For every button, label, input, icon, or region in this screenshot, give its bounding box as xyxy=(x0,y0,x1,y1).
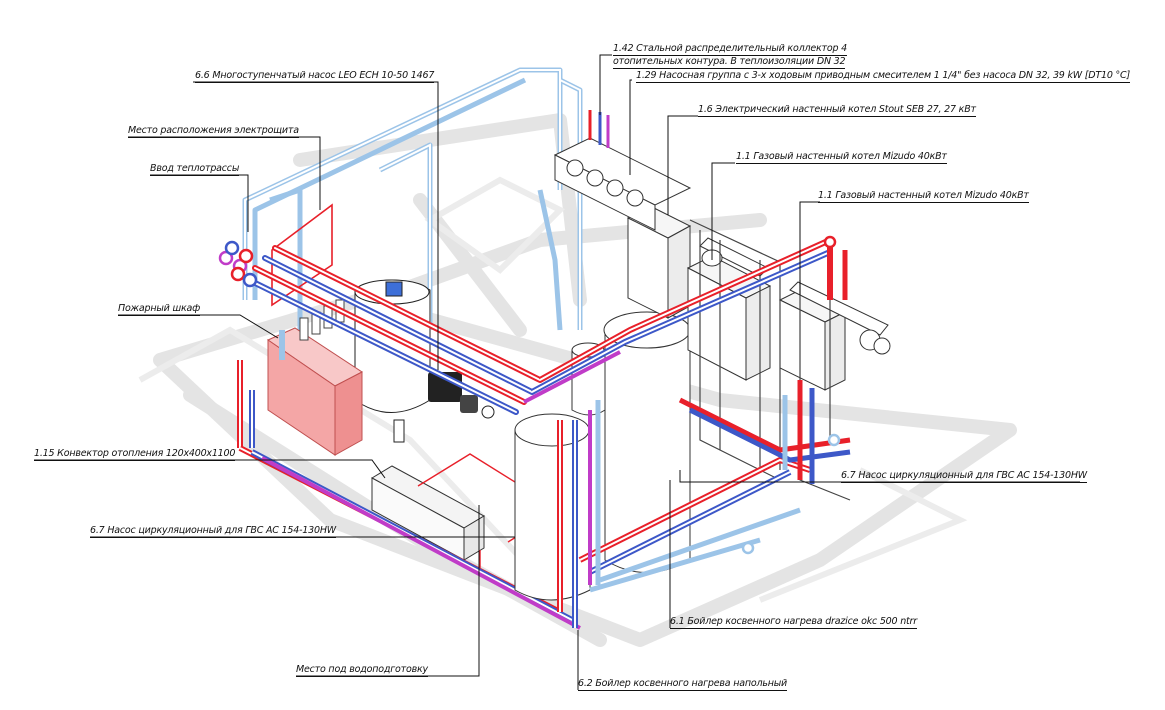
label-fire-cabinet: Пожарный шкаф xyxy=(118,303,201,316)
pipe-risers-front xyxy=(557,380,815,628)
label-electric-boiler: 1.6 Электрический настенный котел Stout … xyxy=(698,104,976,117)
label-boiler-500: 6.1 Бойлер косвенного нагрева drazice ok… xyxy=(670,616,917,629)
pipe-run-mid xyxy=(523,237,848,404)
boiler-500-tank xyxy=(603,311,691,573)
label-pump-group: 1.29 Насосная группа с 3-х ходовым приво… xyxy=(636,70,1130,83)
heating-main-stubs xyxy=(218,240,258,288)
pipe-risers-left xyxy=(237,330,285,448)
collector-stems xyxy=(588,110,610,148)
label-electric-panel: Место расположения электрощита xyxy=(128,125,299,138)
label-gas-boiler-2: 1.1 Газовый настенный котел Mizudo 40кВт xyxy=(818,190,1029,203)
gas-boiler-2-box xyxy=(778,289,847,391)
electric-boiler-box xyxy=(626,205,692,319)
label-floor-boiler: 6.2 Бойлер косвенного нагрева напольный xyxy=(578,678,788,691)
pipe-run-left-top xyxy=(242,245,543,415)
cold-water-pipes-core xyxy=(244,69,581,330)
label-multistage-pump: 6.6 Многоступенчатый насос LEO ECH 10-50… xyxy=(195,70,435,83)
label-water-treatment: Место под водоподготовку xyxy=(296,664,428,677)
cold-water-stubs xyxy=(741,235,841,555)
pump-leo xyxy=(385,281,403,297)
fire-cabinet-box xyxy=(266,327,363,456)
chimney-pipes xyxy=(699,237,891,355)
label-circ-pump-left: 6.7 Насос циркуляционный для ГВС AC 154-… xyxy=(90,525,336,538)
floor-boiler-tank xyxy=(514,413,591,601)
label-heating-main: Ввод теплотрассы xyxy=(150,163,240,176)
label-convector: 1.15 Конвектор отопления 120х400х1100 xyxy=(34,448,236,461)
collector-group xyxy=(553,137,692,231)
label-circ-pump-right: 6.7 Насос циркуляционный для ГВС AC 154-… xyxy=(841,470,1087,483)
label-gas-boiler-1: 1.1 Газовый настенный котел Mizudo 40кВт xyxy=(736,151,947,164)
electric-panel-outline xyxy=(271,203,333,307)
label-collector-line1: 1.42 Стальной распределительный коллекто… xyxy=(613,43,847,56)
label-collector-line2: отопительных контура. В теплоизоляции DN… xyxy=(613,56,846,69)
